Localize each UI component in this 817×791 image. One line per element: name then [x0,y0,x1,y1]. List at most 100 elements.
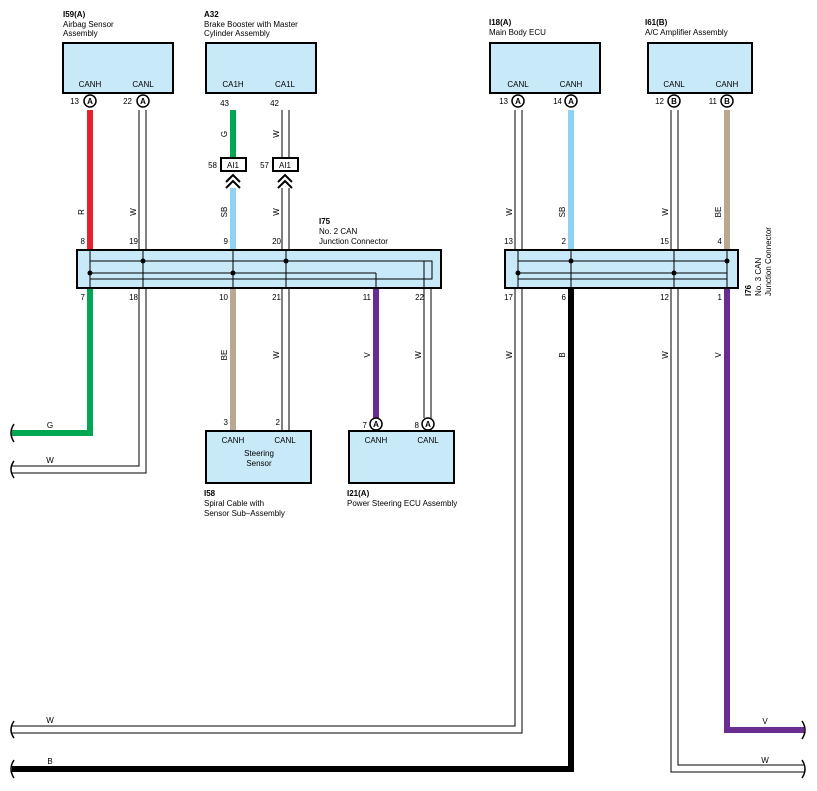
i61-name-1: A/C Amplifier Assembly [645,28,728,37]
i58-steering-sensor-box [205,430,312,484]
a32-pin-ca1l: CA1L [275,80,296,89]
i61-pin-canl: CANL [663,80,685,89]
label-i75-b11: V [363,352,372,358]
i18-num-b: 14 [553,97,562,106]
svg-text:B: B [671,97,677,106]
i61-conn-b-1: B [667,94,681,108]
i75-junction-box [76,249,442,289]
i59-pin-canl: CANL [132,80,154,89]
label-a32-mid-l: W [272,208,281,216]
label-i61-canl: W [661,208,670,216]
label-a32-top-l: W [272,130,281,138]
i76-top-pin-4: 4 [718,237,723,246]
i18-pin-canh: CANH [560,80,583,89]
i75-line2: Junction Connector [319,237,388,246]
i18-conn-a-1: A [511,94,525,108]
wire-i75-18-w [12,288,147,474]
i76-line1: No. 3 CAN [754,258,763,296]
label-a32-top-h: G [220,131,229,137]
i18-pin-canl: CANL [507,80,529,89]
label-i59-canh: R [77,209,86,215]
wire-i76-12-w [670,288,804,773]
svg-text:AI1: AI1 [279,161,292,170]
i76-top-pin-2: 2 [562,237,567,246]
i75-top-pin-9: 9 [224,237,229,246]
i75-ref: I75 [319,217,331,226]
label-i75-b10: BE [220,350,229,361]
label-left-w: W [46,456,54,465]
i76-bot-pin-1: 1 [718,293,723,302]
i59-name-2: Assembly [63,29,98,38]
i76-bot-pin-17: 17 [504,293,513,302]
break-marks-left [10,423,15,779]
i76-junction-box [504,249,739,289]
i75-bot-pin-7: 7 [81,293,86,302]
wire-i61-canl [670,110,679,250]
label-right-w: W [761,756,769,765]
i61-ac-amplifier-box [647,42,753,94]
i75-top-pin-19: 19 [129,237,138,246]
i76-ref: I76 [744,284,753,296]
wire-i76-6-b [12,288,574,772]
wire-i76-17-w [12,288,523,734]
i58-name-2: Sensor Sub–Assembly [204,509,285,518]
svg-text:58: 58 [208,161,217,170]
i75-internal-bus [87,250,433,288]
i21-conn-a-1: A [369,417,383,431]
a32-brake-booster-box [205,42,317,94]
wire-i59-canl [138,110,147,250]
wire-i75-7-g [12,288,93,436]
wire-i18-canl [514,110,523,250]
i18-ref: I18(A) [489,18,512,27]
svg-text:B: B [724,97,730,106]
label-i76-b1: V [714,352,723,358]
i61-conn-b-2: B [720,94,734,108]
i58-num-a: 3 [224,418,229,427]
i18-num-a: 13 [499,97,508,106]
a32-name-1: Brake Booster with Master [204,20,298,29]
i76-top-pin-15: 15 [660,237,669,246]
a32-pin-ca1h: CA1H [222,80,244,89]
svg-text:57: 57 [260,161,269,170]
svg-text:A: A [373,420,379,429]
inline-connector-58: AI1 58 [208,157,247,189]
svg-text:A: A [425,420,431,429]
i75-bot-pin-18: 18 [129,293,138,302]
i58-inner-2: Sensor [246,459,272,468]
i75-top-pin-20: 20 [272,237,281,246]
label-left-b: B [47,757,52,766]
i75-line1: No. 2 CAN [319,227,357,236]
label-i75-b22: W [414,351,423,359]
label-i61-canh: BE [714,207,723,218]
inline-connector-57: AI1 57 [260,157,299,189]
a32-ref: A32 [204,10,219,19]
i58-ref: I58 [204,489,216,498]
i59-airbag-sensor-box [62,42,174,94]
label-i59-canl: W [129,208,138,216]
wire-i76-1-v [724,288,804,733]
i58-pin-canl: CANL [274,436,296,445]
break-marks-right [801,720,806,779]
i59-num-a: 13 [70,97,79,106]
i76-bot-pin-6: 6 [562,293,567,302]
i21-num-a: 7 [363,421,368,430]
i61-num-a: 12 [655,97,664,106]
i18-name-1: Main Body ECU [489,28,546,37]
i59-pin-canh: CANH [79,80,102,89]
i61-ref: I61(B) [645,18,668,27]
i61-num-b: 11 [709,97,718,106]
i75-bot-pin-22: 22 [415,293,424,302]
label-right-v: V [762,717,768,726]
i21-num-b: 8 [415,421,420,430]
i58-pin-canh: CANH [222,436,245,445]
i21-conn-a-2: A [421,417,435,431]
i59-num-b: 22 [123,97,132,106]
svg-text:A: A [140,97,146,106]
wire-i75-21-w [281,288,290,431]
i58-num-b: 2 [276,418,281,427]
i75-bot-pin-10: 10 [219,293,228,302]
i59-conn-a-1: A [83,94,97,108]
i59-name-1: Airbag Sensor [63,20,114,29]
i58-inner-1: Steering [244,449,274,458]
a32-num-b: 42 [270,99,279,108]
